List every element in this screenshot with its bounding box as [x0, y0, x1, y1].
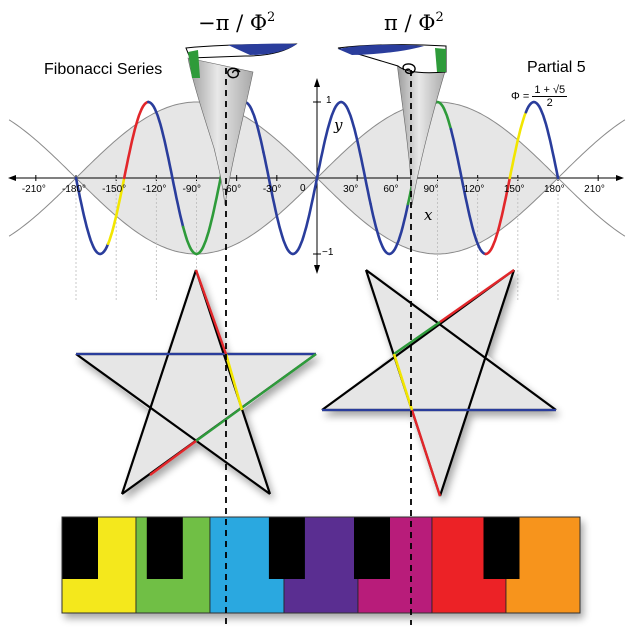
left-star-red-seg-top: [194, 269, 228, 355]
x-tick-label: 60°: [383, 184, 399, 195]
y-tick-label-top: 1: [326, 95, 332, 106]
right-star-red-seg-bottom: [410, 409, 442, 497]
right-cone-spiral: [402, 63, 416, 75]
x-tick-label: 120°: [463, 184, 485, 195]
x-tick-label: -180°: [62, 184, 87, 195]
piano-keyboard: [61, 516, 581, 614]
keyboard-frame: [61, 516, 581, 614]
x-tick-label: -30°: [262, 184, 282, 195]
y-axis-arrow-top: [314, 78, 320, 87]
wave-segment: [508, 110, 528, 180]
x-tick-label: -120°: [142, 184, 167, 195]
black-key: [483, 517, 520, 579]
right-cone-brim-blue: [338, 44, 424, 55]
right-cone-green-band: [435, 48, 446, 72]
right-star-edge-2: [438, 269, 516, 497]
left-cone: [185, 43, 298, 206]
wave-segment: [147, 100, 185, 229]
right-cone: [337, 44, 447, 206]
black-key: [62, 517, 98, 579]
x-axis-label: x: [424, 206, 433, 224]
left-star-red-seg-bottom: [149, 440, 197, 476]
right-star-green-seg: [393, 321, 441, 355]
right-star: [321, 269, 557, 497]
right-star-edge-5: [365, 269, 557, 411]
left-star-edge-2: [75, 353, 271, 495]
right-star-yellow-seg: [392, 353, 414, 411]
black-key: [268, 517, 305, 579]
y-axis-arrow-bottom: [314, 265, 320, 274]
black-key: [354, 517, 390, 579]
wave-segment: [181, 150, 228, 256]
wave-segment: [369, 202, 410, 256]
black-keys: [62, 517, 520, 579]
pi-over-phi-label: π / Φ2: [384, 10, 444, 35]
wave-segment: [449, 127, 487, 256]
origin-label: 0: [300, 183, 306, 194]
x-axis-arrow-right: [616, 175, 624, 181]
x-tick-label: 90°: [423, 184, 439, 195]
wave-segment: [106, 176, 126, 246]
left-star-fill: [76, 270, 316, 494]
x-tick-label: -90°: [182, 184, 201, 195]
right-star-fill: [322, 270, 556, 496]
phi-formula-numerator: 1 + √5: [532, 84, 568, 97]
fibonacci-series-title: Fibonacci Series: [44, 61, 163, 78]
y-axis-label: y: [334, 116, 343, 134]
partial-5-title: Partial 5: [527, 59, 586, 76]
left-cone-brim-blue: [228, 43, 297, 55]
black-key: [146, 517, 183, 579]
wave-segment: [484, 176, 512, 256]
right-star-red-seg-top: [439, 269, 515, 323]
x-tick-label: -150°: [102, 184, 127, 195]
wave-segment: [122, 100, 150, 180]
x-tick-label: 210°: [584, 184, 605, 195]
wave-segment: [524, 100, 560, 180]
left-cone-green-band: [188, 50, 200, 78]
wave-segment: [262, 100, 372, 256]
left-star-yellow-seg: [224, 353, 244, 411]
left-star: [75, 269, 317, 495]
y-tick-label-bottom: −1: [322, 247, 334, 258]
x-tick-label: 180°: [544, 184, 565, 195]
phi-formula-denominator: 2: [546, 97, 553, 109]
left-star-edge-5: [120, 269, 198, 495]
wave-segment: [74, 176, 110, 256]
left-cone-spiral: [227, 67, 241, 79]
neg-pi-over-phi-label: −π / Φ2: [198, 10, 276, 35]
x-tick-label: -210°: [21, 184, 46, 195]
x-tick-label: 150°: [503, 184, 525, 195]
x-axis-arrow-left: [8, 175, 16, 181]
x-tick-label: 30°: [343, 184, 359, 195]
left-star-green-seg: [195, 353, 317, 442]
x-tick-label: -60°: [222, 184, 242, 195]
left-cone-body: [187, 57, 254, 206]
